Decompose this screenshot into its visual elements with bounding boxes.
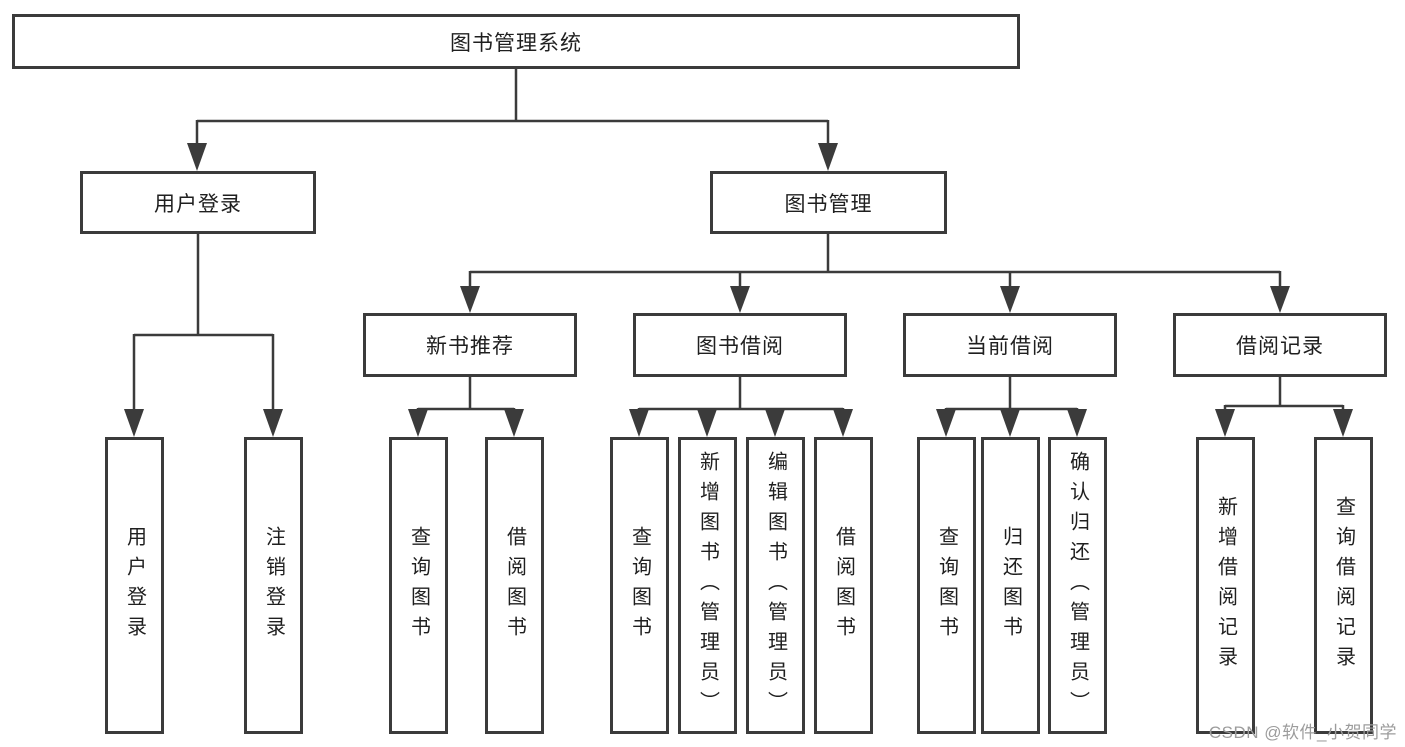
node-label: 确认归还（管理员） (1066, 450, 1089, 721)
node-label: 查询图书 (935, 525, 958, 646)
arrow-down-icon (1215, 409, 1235, 437)
arrowheads (124, 143, 1353, 437)
node-label: 新书推荐 (426, 335, 514, 358)
arrow-down-icon (833, 409, 853, 437)
leaf-borrow-books: 借阅图书 (814, 437, 873, 734)
node-label: 新增借阅记录 (1214, 495, 1237, 676)
node-book-borrow: 图书借阅 (633, 313, 847, 377)
arrow-down-icon (408, 409, 428, 437)
connector-current-children (944, 377, 1079, 412)
node-label: 编辑图书（管理员） (764, 450, 787, 721)
leaf-return-book: 归还图书 (981, 437, 1040, 734)
node-borrow-records: 借阅记录 (1173, 313, 1387, 377)
arrow-down-icon (730, 286, 750, 313)
leaf-add-book-admin: 新增图书（管理员） (678, 437, 737, 734)
node-root-system: 图书管理系统 (12, 14, 1020, 69)
csdn-watermark: CSDN @软件_小贺同学 (1208, 723, 1397, 742)
arrow-down-icon (1270, 286, 1290, 313)
node-label: 当前借阅 (966, 335, 1054, 358)
arrow-down-icon (1333, 409, 1353, 437)
node-label: 用户登录 (123, 525, 146, 646)
leaf-logout: 注销登录 (244, 437, 303, 734)
leaf-add-borrow-record: 新增借阅记录 (1196, 437, 1255, 734)
connector-user-login-children (132, 234, 275, 412)
connector-records-children (1223, 377, 1345, 412)
node-label: 图书管理系统 (450, 31, 582, 55)
arrow-down-icon (124, 409, 144, 437)
arrow-down-icon (936, 409, 956, 437)
arrow-down-icon (1000, 409, 1020, 437)
arrow-down-icon (697, 409, 717, 437)
arrow-down-icon (504, 409, 524, 437)
arrow-down-icon (460, 286, 480, 313)
node-label: 归还图书 (999, 525, 1022, 646)
leaf-user-login: 用户登录 (105, 437, 164, 734)
node-user-login: 用户登录 (80, 171, 316, 234)
arrow-down-icon (765, 409, 785, 437)
node-label: 借阅记录 (1236, 335, 1324, 358)
connector-borrow-children (637, 377, 845, 412)
node-label: 图书借阅 (696, 335, 784, 358)
node-book-management: 图书管理 (710, 171, 947, 234)
node-new-book-recommend: 新书推荐 (363, 313, 577, 377)
leaf-edit-book-admin: 编辑图书（管理员） (746, 437, 805, 734)
arrow-down-icon (818, 143, 838, 171)
arrow-down-icon (1067, 409, 1087, 437)
node-label: 注销登录 (262, 525, 285, 646)
connector-root-to-level2 (195, 69, 830, 146)
connector-recommend-children (416, 377, 516, 412)
leaf-query-books-borrow: 查询图书 (610, 437, 669, 734)
arrow-down-icon (1000, 286, 1020, 313)
node-label: 查询图书 (407, 525, 430, 646)
arrow-down-icon (629, 409, 649, 437)
leaf-confirm-return-admin: 确认归还（管理员） (1048, 437, 1107, 734)
node-label: 借阅图书 (503, 525, 526, 646)
arrow-down-icon (263, 409, 283, 437)
node-label: 图书管理 (784, 192, 873, 216)
node-label: 查询借阅记录 (1332, 495, 1355, 676)
node-label: 新增图书（管理员） (696, 450, 719, 721)
leaf-query-books-recommend: 查询图书 (389, 437, 448, 734)
leaf-query-borrow-record: 查询借阅记录 (1314, 437, 1373, 734)
node-current-borrow: 当前借阅 (903, 313, 1117, 377)
node-label: 查询图书 (628, 525, 651, 646)
leaf-borrow-books-recommend: 借阅图书 (485, 437, 544, 734)
leaf-query-books-current: 查询图书 (917, 437, 976, 734)
arrow-down-icon (187, 143, 207, 171)
node-label: 用户登录 (154, 192, 242, 216)
connector-management-to-level3 (468, 234, 1282, 288)
node-label: 借阅图书 (832, 525, 855, 646)
